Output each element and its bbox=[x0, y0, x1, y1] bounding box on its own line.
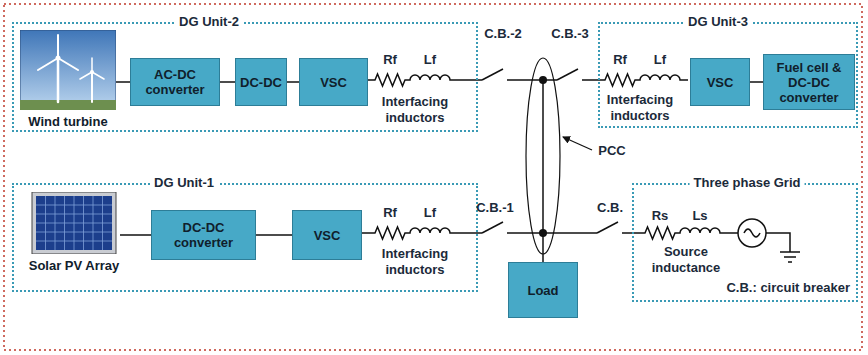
ground-wire bbox=[766, 233, 790, 252]
box-text: VSC bbox=[320, 75, 347, 90]
solar-panel-image bbox=[28, 192, 120, 254]
converter-box: AC-DC converter bbox=[130, 58, 220, 106]
connector-line bbox=[256, 234, 292, 236]
pcc-leader bbox=[563, 137, 592, 150]
picture-caption: Wind turbine bbox=[20, 114, 116, 129]
region-heading: DG Unit-1 bbox=[150, 175, 218, 191]
region-heading: DG Unit-2 bbox=[175, 14, 243, 30]
pcc-ellipse bbox=[526, 58, 560, 254]
wind-turbine-image bbox=[20, 30, 116, 110]
breaker-switch bbox=[482, 69, 503, 80]
box-text: DC-DC bbox=[240, 75, 282, 90]
connector-line bbox=[116, 81, 130, 83]
resistor-label: Rf bbox=[605, 52, 635, 68]
breaker-label: C.B. bbox=[592, 200, 628, 216]
region-heading: DG Unit-3 bbox=[684, 14, 752, 30]
bus-wire bbox=[543, 232, 597, 234]
bus-wire bbox=[507, 79, 543, 81]
solar-array-picture: Solar PV Array bbox=[28, 192, 120, 290]
box-text: Fuel cell & DC-DC converter bbox=[767, 60, 851, 105]
inductor-label: Lf bbox=[415, 52, 445, 68]
connector-line bbox=[287, 81, 299, 83]
inductor-caption: Interfacing inductors bbox=[367, 246, 463, 278]
junction-dot bbox=[539, 76, 547, 84]
box-text: DC-DC converter bbox=[155, 220, 252, 250]
breaker-label: C.B.-3 bbox=[547, 26, 593, 42]
resistor-label: Rf bbox=[375, 205, 405, 221]
inductor-caption: Interfacing inductors bbox=[367, 94, 463, 126]
converter-box: DC-DC bbox=[235, 58, 287, 106]
inductor-label: Lf bbox=[645, 52, 675, 68]
connector-line bbox=[220, 81, 235, 83]
junction-dot bbox=[539, 229, 547, 237]
connector-line bbox=[120, 234, 151, 236]
wind-turbine-picture: Wind turbine bbox=[20, 30, 116, 132]
legend-note: C.B.: circuit breaker bbox=[726, 280, 850, 296]
vsc-box: VSC bbox=[299, 58, 368, 106]
ground-symbol bbox=[780, 252, 800, 262]
dg1-feeder bbox=[360, 227, 482, 239]
connector-line bbox=[750, 81, 763, 83]
converter-box: DC-DC converter bbox=[151, 210, 256, 260]
resistor-label: Rs bbox=[645, 208, 675, 224]
load-box: Load bbox=[508, 262, 578, 318]
box-text: VSC bbox=[707, 75, 734, 90]
pcc-label: PCC bbox=[592, 143, 632, 159]
outer-border bbox=[4, 4, 862, 350]
region-heading: Three phase Grid bbox=[690, 175, 805, 191]
breaker-switch bbox=[597, 222, 618, 233]
ac-source-symbol bbox=[738, 219, 766, 247]
breaker-label: C.B.-1 bbox=[470, 200, 520, 216]
vsc-box: VSC bbox=[690, 58, 750, 106]
box-text: Load bbox=[527, 283, 558, 298]
inductor-caption: Source inductance bbox=[638, 244, 734, 276]
resistor-label: Rf bbox=[375, 52, 405, 68]
breaker-switch bbox=[482, 222, 503, 233]
inductor-caption: Interfacing inductors bbox=[597, 92, 683, 124]
breaker-switch bbox=[557, 69, 578, 80]
inductor-label: Lf bbox=[415, 205, 445, 221]
grid-region: Three phase GridC.B.: circuit breaker bbox=[632, 183, 858, 302]
breaker-label: C.B.-2 bbox=[478, 26, 528, 42]
inductor-label: Ls bbox=[685, 208, 715, 224]
bus-wire bbox=[507, 232, 543, 234]
box-text: VSC bbox=[314, 228, 341, 243]
ac-wave bbox=[744, 229, 760, 237]
box-text: AC-DC converter bbox=[134, 67, 216, 97]
fuel-cell-box: Fuel cell & DC-DC converter bbox=[763, 54, 855, 110]
vsc-box: VSC bbox=[292, 210, 362, 260]
picture-caption: Solar PV Array bbox=[28, 258, 120, 273]
grid-feeder bbox=[622, 227, 738, 239]
dg2-feeder bbox=[366, 74, 482, 86]
